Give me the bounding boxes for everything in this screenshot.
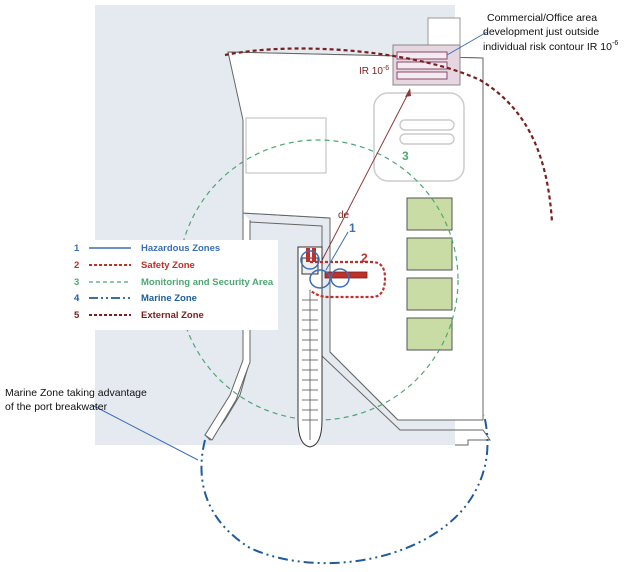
warehouse-1: [406, 197, 453, 231]
legend-item-4: 4 Marine Zone: [74, 293, 197, 304]
faint-building-outline: [245, 117, 327, 174]
hazard-leader: [325, 231, 349, 271]
legend-label-3: Monitoring and Security Area: [141, 277, 274, 288]
commercial-annotation: Commercial/Office area development just …: [483, 12, 618, 53]
legend-label-1: Hazardous Zones: [141, 243, 220, 254]
hazard-zone-manifold: [309, 269, 331, 289]
ir-label: IR 10-6: [359, 65, 389, 77]
external-zone-arc: [224, 47, 554, 223]
marine-note-leader: [91, 404, 199, 461]
hazard-zone-bow: [300, 250, 320, 270]
legend-item-5: 5 External Zone: [74, 310, 204, 321]
legend-item-1: 1 Hazardous Zones: [74, 243, 220, 254]
commercial-slab-3: [396, 71, 448, 80]
zone-label-3: 3: [402, 149, 409, 163]
legend-num-1: 1: [74, 243, 80, 254]
zone-label-2: 2: [361, 251, 368, 265]
legend-num-4: 4: [74, 293, 80, 304]
legend-num-3: 3: [74, 277, 79, 288]
tank-slot-1: [399, 119, 455, 131]
commercial-slab-2: [396, 61, 448, 70]
ship-deck-lines: [302, 290, 318, 440]
legend-label-4: Marine Zone: [141, 293, 197, 304]
commercial-leader: [446, 31, 488, 56]
safety-zone-outline: [309, 260, 387, 299]
warehouse-4: [406, 317, 453, 351]
risk-line-arrowhead: [405, 88, 411, 97]
tank-slot-2: [399, 133, 455, 145]
legend: 1 Hazardous Zones 2 Safety Zone 3 Monito…: [74, 243, 274, 321]
marine-note: Marine Zone taking advantage of the port…: [5, 387, 150, 413]
breakwater: [204, 213, 251, 441]
risk-distance-line: [317, 89, 411, 269]
legend-label-2: Safety Zone: [141, 260, 195, 271]
ship-tank-red-1: [306, 248, 310, 262]
legend-num-5: 5: [74, 310, 80, 321]
legend-num-2: 2: [74, 260, 79, 271]
ship-tank-red-2: [312, 248, 316, 262]
legend-item-3: 3 Monitoring and Security Area: [74, 277, 274, 288]
marine-zone-arc: [200, 414, 489, 565]
hazard-zone-arm: [330, 268, 350, 288]
legend-label-5: External Zone: [141, 310, 204, 321]
legend-item-2: 2 Safety Zone: [74, 260, 195, 271]
warehouse-2: [406, 237, 453, 271]
zone-label-1: 1: [349, 221, 356, 235]
warehouse-3: [406, 277, 453, 311]
de-label: de: [338, 210, 350, 221]
commercial-slab-1: [396, 51, 448, 60]
